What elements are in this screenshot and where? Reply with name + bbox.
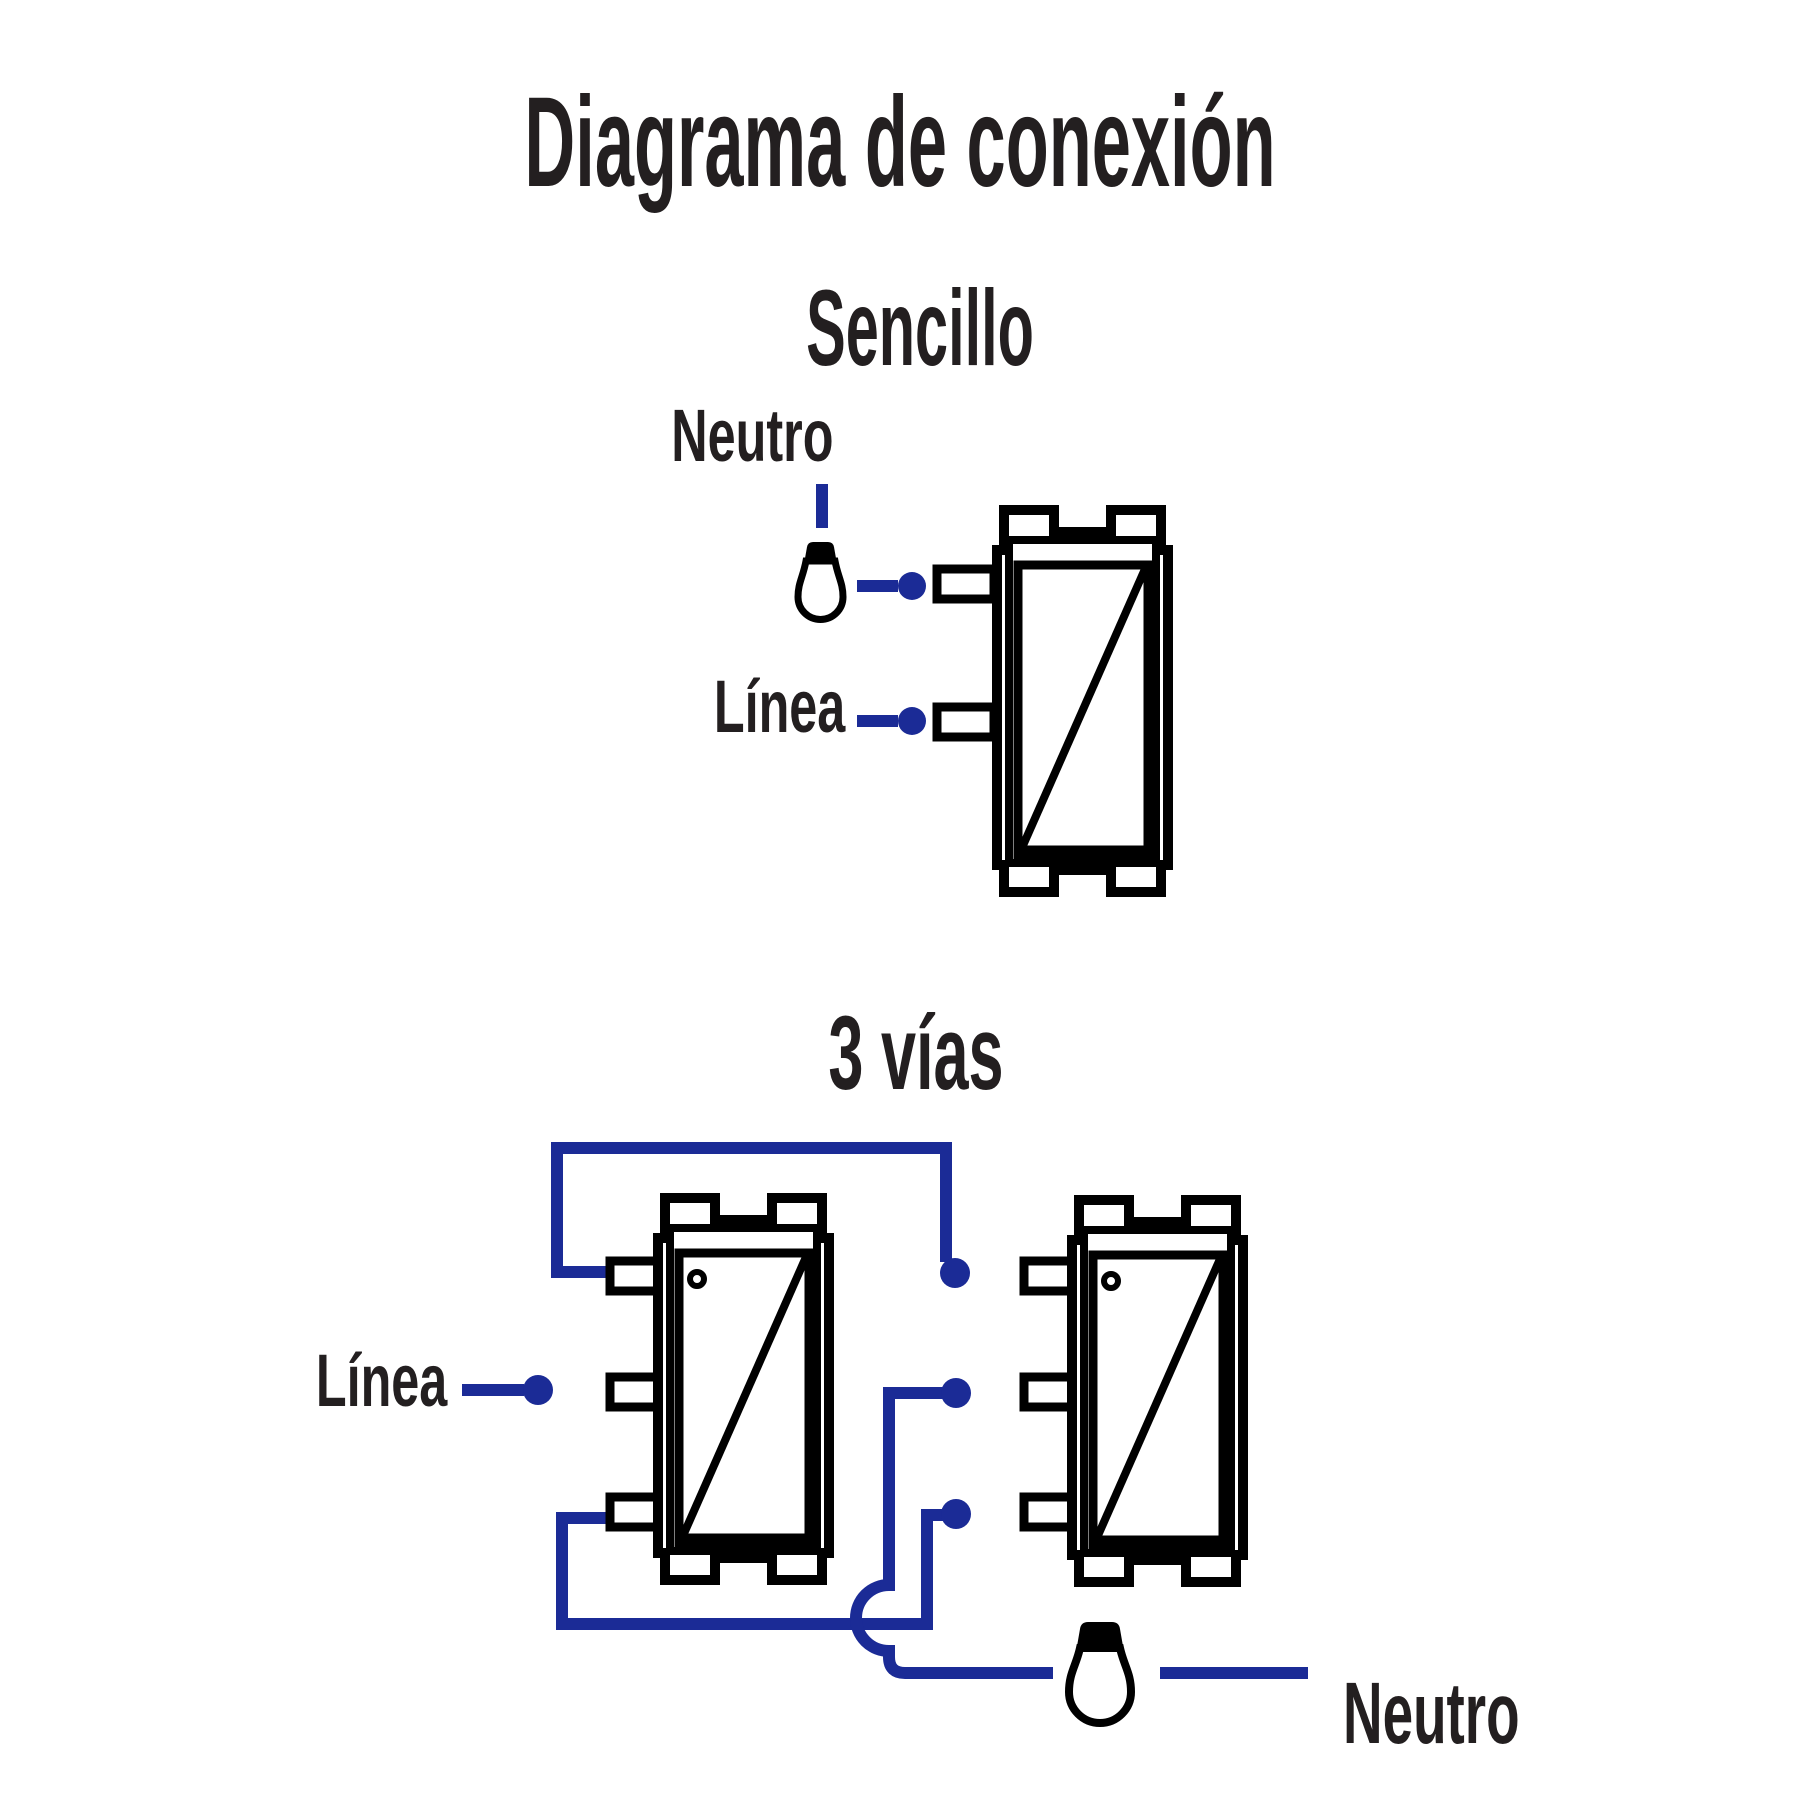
label-neutro-sencillo: Neutro — [670, 394, 833, 477]
switch-terminal — [1019, 1372, 1079, 1412]
switch-terminal — [605, 1372, 665, 1412]
label-linea-3-vias: Línea — [315, 1339, 447, 1422]
switch-terminal — [605, 1492, 665, 1532]
switch-terminal — [932, 564, 999, 604]
label-neutro-3-vias: Neutro — [1343, 1665, 1520, 1762]
sencillo-circuit — [794, 484, 1168, 892]
switch-module — [1072, 1200, 1243, 1582]
wire-junction-dot — [523, 1375, 553, 1405]
page-title: Diagrama de conexión — [524, 71, 1276, 214]
top-traveler-wire — [551, 1142, 952, 1278]
switch-terminal — [605, 1256, 665, 1296]
lamp-icon — [1064, 1622, 1136, 1727]
bottom-traveler-wire — [556, 1509, 944, 1630]
wire-junction-dot — [898, 707, 926, 735]
section-title-sencillo: Sencillo — [806, 267, 1034, 388]
screw-hole-icon — [687, 1269, 707, 1289]
label-linea-sencillo: Línea — [713, 665, 845, 748]
screw-hole-icon — [1101, 1271, 1121, 1291]
wire-junction-dot — [898, 572, 926, 600]
switch-module — [658, 1198, 829, 1580]
lamp-feed-wire — [850, 1387, 1053, 1679]
section-title-3-vias: 3 vías — [828, 995, 1004, 1112]
wire-junction-dot — [941, 1499, 971, 1529]
switch-terminal — [1019, 1492, 1079, 1532]
wire-junction-dot — [940, 1258, 970, 1288]
tres-vias-circuit — [462, 1142, 1308, 1727]
switch-terminal — [1019, 1256, 1079, 1296]
switch-module — [997, 510, 1168, 892]
switch-terminal — [932, 702, 999, 742]
wire-junction-dot — [941, 1378, 971, 1408]
lamp-icon — [794, 542, 847, 623]
